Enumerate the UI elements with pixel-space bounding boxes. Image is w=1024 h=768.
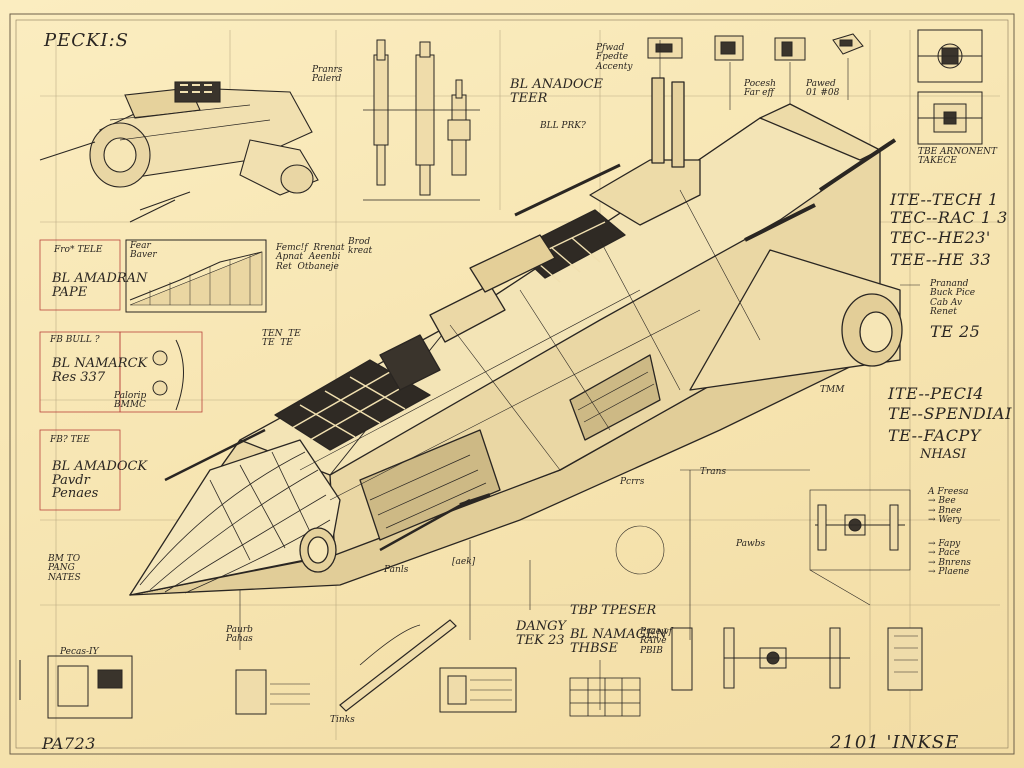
right-ref: TBE ARNONENT TAKECE [918, 147, 997, 167]
top-note-3: Pawed 01 #08 [806, 79, 840, 99]
dial-symbols [152, 339, 184, 411]
fb3-label: FB? TEE [50, 435, 90, 445]
right-list-8: NHASI [920, 447, 967, 462]
engine-code: TE 25 [930, 322, 981, 341]
right-list-1: ITE--TECH 1 [890, 190, 999, 209]
mid-label-3: Pcrrs [620, 477, 645, 487]
spec-table [569, 677, 641, 717]
fb-label: Fro* TELE [54, 245, 103, 255]
main-starship [129, 77, 903, 596]
graph-note-2: Femc!f Rrenat Apnat Aeenbi Ret Otbaneje [276, 243, 345, 272]
rod-detail [339, 619, 457, 712]
footer-left: PA723 [42, 734, 96, 753]
leader-lines [239, 40, 920, 710]
bl-box: BLL PRK? [540, 121, 586, 131]
mid-label-4: [aek] [452, 557, 476, 567]
part-thumbnails [647, 33, 864, 61]
bottom-label-2: Tinks [330, 715, 355, 725]
engine-note: Pranand Buck Pice Cab Av Renet [930, 279, 976, 318]
bottom-ref-2: BL NAMAGEN THBSE [570, 627, 668, 656]
fb2-note: BL NAMARCK Res 337 [52, 356, 148, 385]
bl-ref: BL ANADOCE TEER [510, 77, 603, 106]
fb2-label: FB BULL ? [50, 335, 100, 345]
fb3-note: BL AMADOCK Pavdr Penaes [52, 459, 148, 502]
table-label: TBP TPESER [570, 603, 657, 618]
right-list-2: TEC--RAC 1 3 [890, 208, 1008, 227]
top-note-4: Pocesh Far eff [744, 79, 776, 99]
footer-right: 2101 'INKSE [830, 732, 960, 753]
detail-view-topleft [39, 81, 319, 223]
tech-note: TEN TE TE TE [262, 329, 301, 349]
bottom-label-1: Pecas-IY [60, 647, 99, 657]
right-list-4: TEE--HE 33 [890, 250, 992, 269]
schematic-box-lowleft [19, 655, 133, 719]
right-list-3: TEC--HE23' [890, 228, 991, 247]
top-note-2: Pranrs Palerd [312, 65, 343, 85]
side-label: Trans [700, 467, 727, 477]
mid-label-2: Panls [384, 565, 409, 575]
inset-detail-boxes [917, 29, 983, 145]
right-list-6: TE--SPENDIAI [888, 404, 1012, 423]
mechanism-diagrams [235, 489, 923, 715]
bottom-left-note: BM TO PANG NATES [48, 554, 81, 583]
sheet-title: PECKI:S [44, 30, 129, 51]
fb2-side: Palorip BMMC [114, 391, 147, 411]
top-note-1: Pfwad Fpedte Accenty [596, 43, 633, 72]
bottom-ref-1: DANGY TEK 23 [516, 619, 566, 648]
right-list-7: TE--FACPY [888, 426, 981, 445]
fb-note: BL AMADRAN PAPE [52, 271, 148, 300]
card-2: → Fapy → Pace → Bnrens → Plaene [928, 539, 971, 578]
component-elevations [363, 39, 480, 201]
bottom-ref-3: Praewf RAlve PBIB [640, 627, 673, 656]
mid-note: Brod kreat [348, 237, 373, 257]
right-list-5: ITE--PECI4 [888, 384, 984, 403]
card-1: A Freesa → Bee → Bnee → Wery [928, 487, 969, 526]
mid-label-5: Pawbs [736, 539, 766, 549]
sheet-frame [9, 13, 1015, 755]
mid-label-1: Paurb Pahas [226, 625, 253, 645]
profile-graph [125, 239, 267, 313]
sheet-inner-frame [15, 19, 1009, 749]
graph-note: Fear Baver [130, 241, 157, 261]
side-label-2: TMM [820, 385, 845, 395]
red-callout-frames [39, 239, 203, 511]
